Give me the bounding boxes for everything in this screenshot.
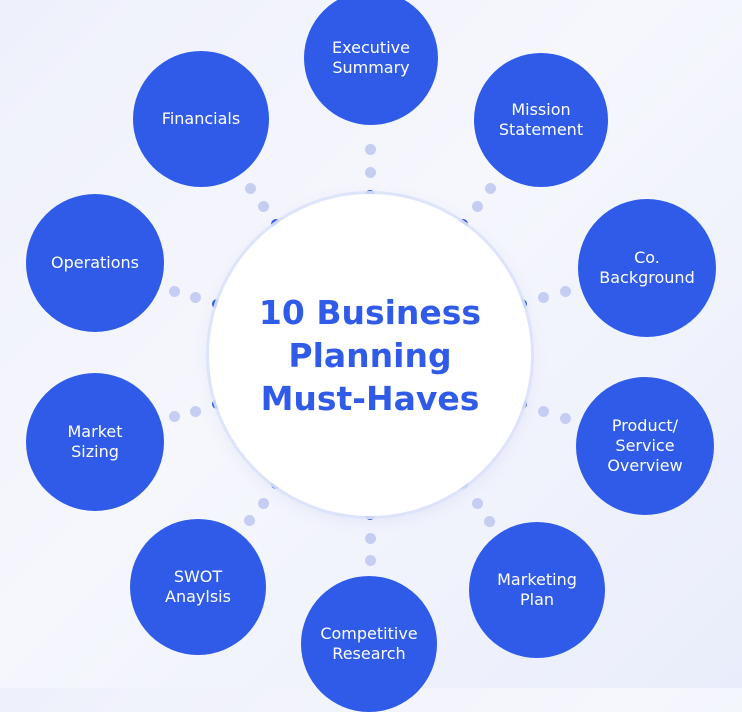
connector-dot-competitive-research-3 xyxy=(364,554,376,566)
connector-dot-executive-summary-3 xyxy=(364,143,376,155)
connector-dot-mission-statement-3 xyxy=(484,182,496,194)
connector-dot-financials-3 xyxy=(244,182,256,194)
node-label-marketing-plan: Marketing Plan xyxy=(497,570,577,609)
node-label-product-service-overview: Product/ Service Overview xyxy=(607,416,683,475)
connector-dot-product-service-overview-2 xyxy=(537,405,549,417)
node-competitive-research: Competitive Research xyxy=(301,576,437,712)
connector-dot-mission-statement-2 xyxy=(471,200,483,212)
node-product-service-overview: Product/ Service Overview xyxy=(576,377,714,515)
connector-dot-marketing-plan-3 xyxy=(483,515,495,527)
connector-dot-executive-summary-2 xyxy=(364,166,376,178)
node-marketing-plan: Marketing Plan xyxy=(469,522,605,658)
connector-dot-swot-analysis-3 xyxy=(243,514,255,526)
node-co-background: Co. Background xyxy=(578,199,716,337)
node-swot-analysis: SWOT Anaylsis xyxy=(130,519,266,655)
node-label-mission-statement: Mission Statement xyxy=(498,100,584,139)
center-circle: 10 Business Planning Must-Haves xyxy=(209,194,531,516)
node-label-financials: Financials xyxy=(161,109,241,128)
connector-dot-co-background-2 xyxy=(537,291,549,303)
node-label-executive-summary: Executive Summary xyxy=(332,38,410,77)
connector-dot-product-service-overview-3 xyxy=(559,412,571,424)
node-label-swot-analysis: SWOT Anaylsis xyxy=(165,567,231,606)
node-executive-summary: Executive Summary xyxy=(304,0,438,125)
center-title: 10 Business Planning Must-Haves xyxy=(258,292,482,418)
node-label-co-background: Co. Background xyxy=(599,248,695,287)
connector-dot-co-background-3 xyxy=(559,285,571,297)
connector-dot-marketing-plan-2 xyxy=(471,497,483,509)
node-label-competitive-research: Competitive Research xyxy=(320,624,418,663)
connector-dot-competitive-research-2 xyxy=(364,532,376,544)
connector-dot-market-sizing-3 xyxy=(168,410,180,422)
node-label-operations: Operations xyxy=(51,253,139,272)
connector-dot-market-sizing-2 xyxy=(189,405,201,417)
node-financials: Financials xyxy=(133,51,269,187)
node-operations: Operations xyxy=(26,194,164,332)
connector-dot-operations-3 xyxy=(168,285,180,297)
connector-dot-financials-2 xyxy=(257,200,269,212)
node-label-market-sizing: Market Sizing xyxy=(67,422,123,461)
node-market-sizing: Market Sizing xyxy=(26,373,164,511)
connector-dot-swot-analysis-2 xyxy=(257,497,269,509)
connector-dot-operations-2 xyxy=(189,291,201,303)
node-mission-statement: Mission Statement xyxy=(474,53,608,187)
